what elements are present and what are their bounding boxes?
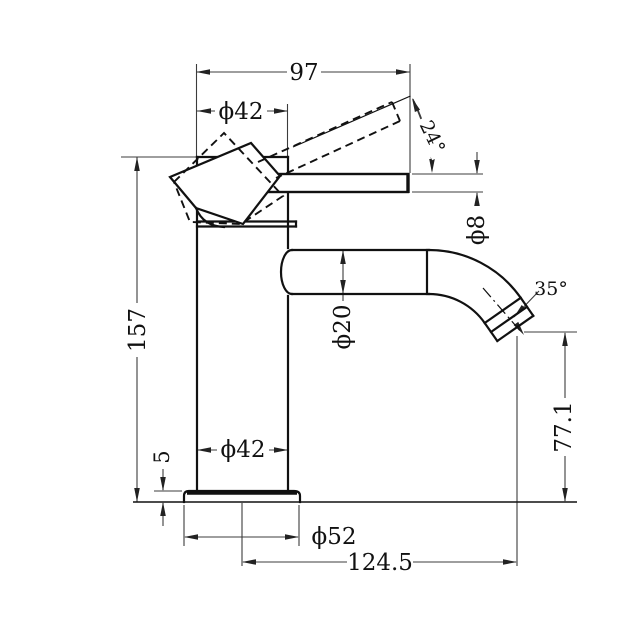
spout-nozzle <box>483 296 535 343</box>
dimension-labels: 97 ϕ42 24° ϕ8 157 ϕ20 35° 77.1 ϕ42 5 <box>125 60 577 576</box>
handle-angle-reference-line <box>292 95 411 148</box>
dim-overall-depth: 97 <box>289 60 318 86</box>
dim-outlet-angle: 35° <box>534 278 568 300</box>
dim-base-plate-height: 5 <box>150 450 174 463</box>
dim-base-diameter: ϕ52 <box>312 524 357 550</box>
dim-top-diameter: ϕ42 <box>219 99 264 125</box>
dim-spout-reach: 124.5 <box>347 550 413 576</box>
spout-rear-cap <box>279 248 294 296</box>
dim-top-plate-thickness: ϕ8 <box>464 215 490 245</box>
dim-body-diameter: ϕ42 <box>221 437 266 463</box>
handle-raised-position <box>172 101 401 225</box>
outlet-axis-centerline <box>482 287 523 334</box>
dim-spout-diameter: ϕ20 <box>330 305 356 350</box>
base-plate <box>182 489 302 504</box>
dim-body-height: 157 <box>125 308 151 352</box>
dim-outlet-height: 77.1 <box>551 401 577 452</box>
spout <box>279 248 535 343</box>
